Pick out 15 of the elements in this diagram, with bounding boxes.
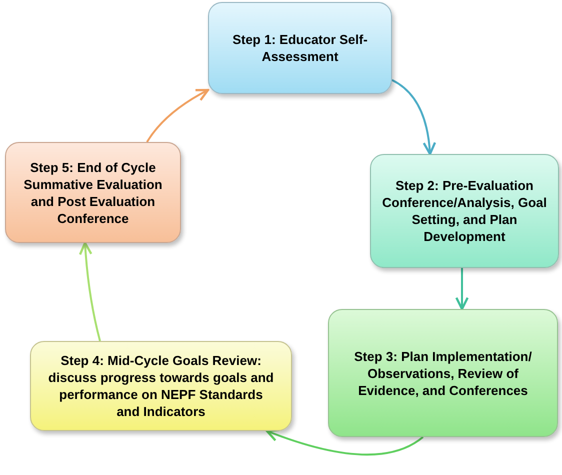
curved-arrow xyxy=(266,428,424,456)
curved-arrow xyxy=(146,88,210,143)
step-text: Step 2: Pre-Evaluation Conference/Analysis, Goal Setting, and Plan Development xyxy=(381,177,548,245)
step-box xyxy=(328,309,558,437)
curved-arrow xyxy=(455,268,469,310)
curved-arrow xyxy=(79,242,101,342)
step-box xyxy=(5,142,181,243)
step-text: Step 3: Plan Implementation/ Observations, Review of Evidence, and Conferences xyxy=(353,348,533,398)
step-text: Step 1: Educator Self-Assessment xyxy=(231,31,369,65)
step-text: Step 5: End of Cycle Summative Evaluation and Post Evaluation Conference xyxy=(22,158,164,226)
step-box xyxy=(30,341,292,431)
step-box xyxy=(370,154,559,268)
step-text: Step 4: Mid-Cycle Goals Review: discuss progress towards goals and performance on NEPF Standards and Indicators xyxy=(47,352,275,420)
step-box xyxy=(208,2,392,94)
curved-arrow xyxy=(392,79,436,156)
